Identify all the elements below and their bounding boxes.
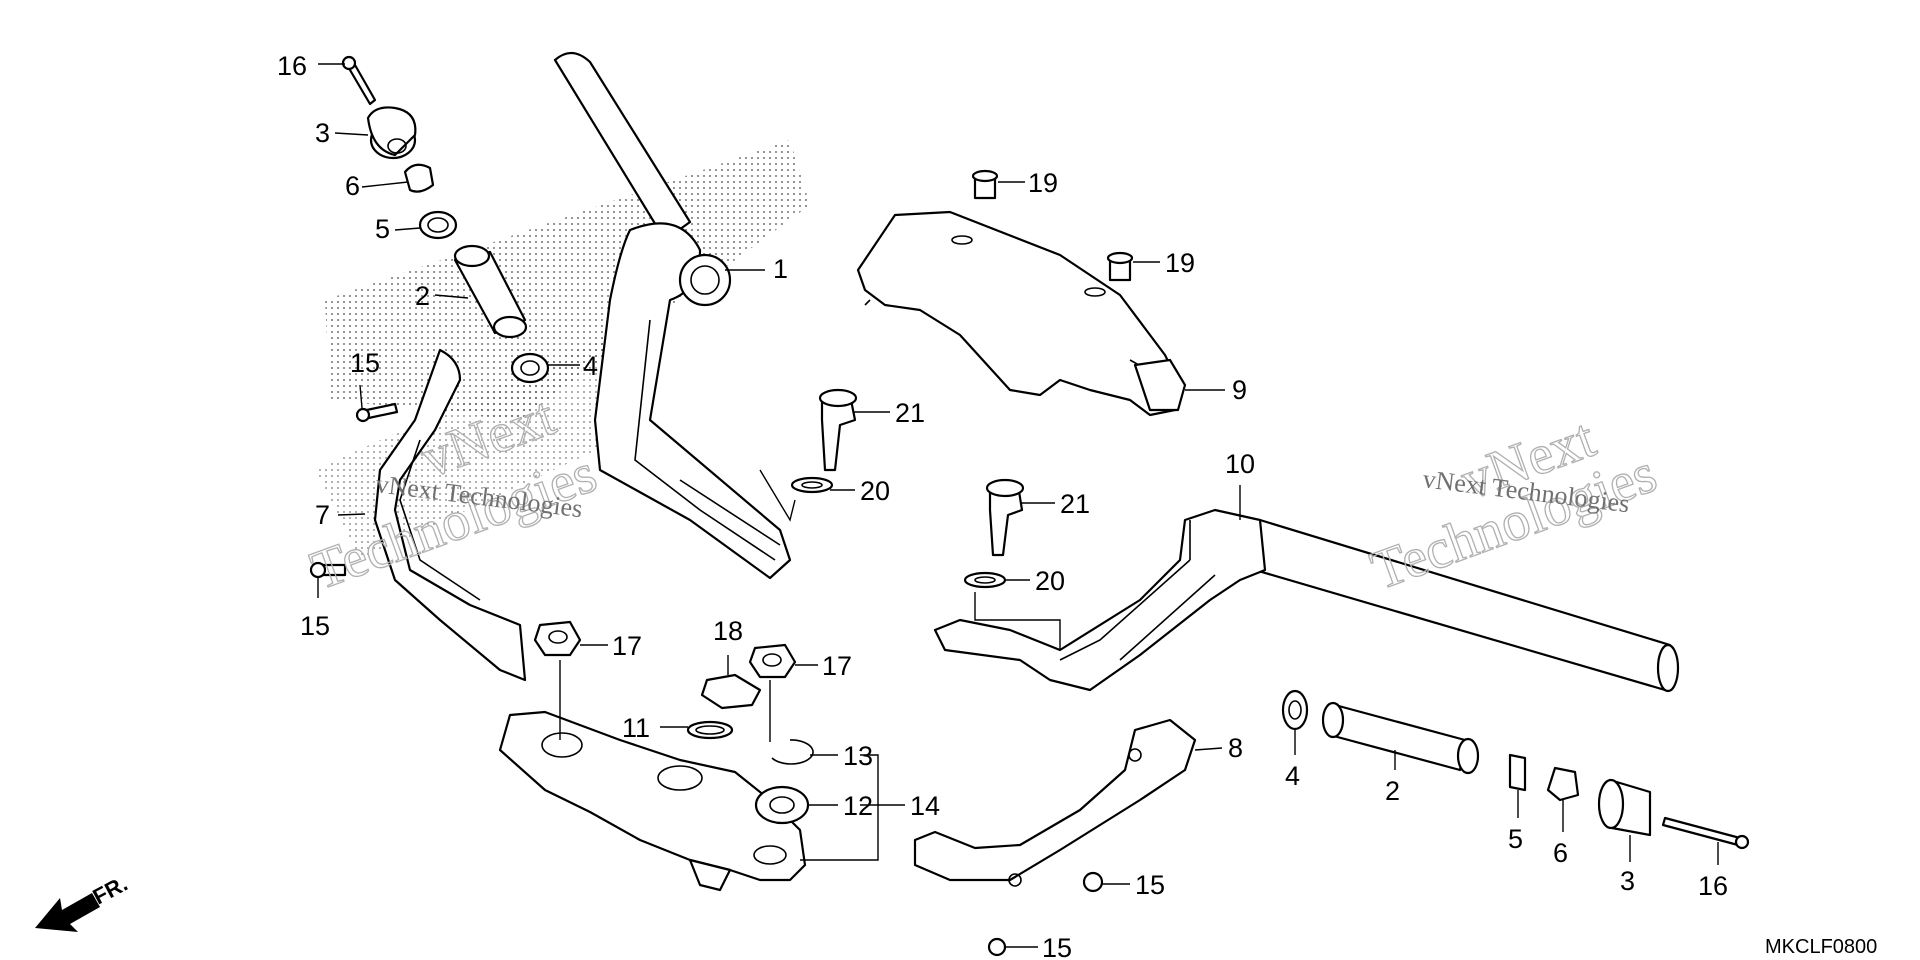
callout-c5b: 5	[1508, 824, 1523, 854]
hex-nut-18	[700, 673, 762, 710]
left-cover-screw-lower	[309, 561, 347, 579]
washer-left	[790, 476, 834, 494]
front-arrow-icon	[35, 893, 100, 932]
callout-c19b: 19	[1165, 248, 1195, 278]
front-direction-marker: FR.	[35, 871, 132, 932]
diagram-code: MKCLF0800	[1765, 936, 1877, 958]
callout-c10: 10	[1225, 449, 1255, 479]
snap-ring-13	[771, 739, 814, 765]
right-weight-nut	[1281, 689, 1309, 731]
handlebar-bolt-right	[985, 478, 1025, 557]
callout-c15b: 15	[300, 611, 330, 641]
callout-c12: 12	[843, 791, 873, 821]
left-handlebar	[553, 51, 792, 580]
top-bridge	[498, 710, 807, 892]
callout-c3b: 3	[1620, 866, 1635, 896]
callout-c17b: 17	[822, 651, 852, 681]
left-cover-screw-upper	[355, 402, 399, 423]
top-bridge-nut-right	[748, 643, 797, 679]
left-bar-end-screw	[341, 55, 377, 106]
callout-c3a: 3	[315, 118, 330, 148]
callout-c21a: 21	[895, 398, 925, 428]
callout-c16b: 16	[1698, 871, 1728, 901]
callout-c16a: 16	[277, 51, 307, 81]
callout-c6b: 6	[1553, 838, 1568, 868]
callout-c17a: 17	[612, 631, 642, 661]
callout-c1: 1	[773, 254, 788, 284]
callout-c20b: 20	[1035, 566, 1065, 596]
callout-c14: 14	[910, 791, 940, 821]
callout-c6a: 6	[345, 171, 360, 201]
callout-c8: 8	[1228, 733, 1243, 763]
watermark-right: vNext Technologies vNext Technologies	[1363, 406, 1665, 603]
left-bar-end-weight	[366, 106, 417, 160]
o-ring-11	[686, 720, 734, 740]
right-lower-cover	[913, 718, 1197, 887]
top-bridge-nut-left	[533, 620, 582, 657]
left-bar-end-clip	[403, 163, 435, 193]
callout-c20a: 20	[860, 476, 890, 506]
callout-c18: 18	[713, 616, 743, 646]
callout-c15d: 15	[1042, 933, 1072, 960]
callout-labels: 1 2 2 3 3 4 4 5 5 6 6 7 8 9 10 11 12 13 …	[277, 51, 1728, 960]
callout-c9: 9	[1232, 375, 1247, 405]
callout-c19a: 19	[1028, 168, 1058, 198]
callout-c2a: 2	[415, 281, 430, 311]
handlebar-bolt-left	[818, 388, 858, 472]
callout-c11: 11	[622, 713, 650, 743]
right-handlebar	[933, 508, 1680, 693]
right-rubber-ring	[1508, 753, 1527, 792]
top-cover-screw-b	[1106, 251, 1134, 282]
right-bar-end-weight	[1597, 778, 1652, 837]
callout-c4a: 4	[583, 351, 598, 381]
callout-c5a: 5	[375, 214, 390, 244]
left-rubber-ring	[418, 210, 458, 240]
leader-lines	[317, 63, 1719, 948]
right-cover-screw-lower	[987, 937, 1007, 957]
callout-c15c: 15	[1135, 870, 1165, 900]
callout-c15a: 15	[350, 348, 380, 378]
callout-c4b: 4	[1285, 761, 1300, 791]
callout-c7: 7	[315, 500, 330, 530]
washer-right	[963, 571, 1007, 589]
callout-c13: 13	[843, 741, 873, 771]
right-bar-end-screw	[1661, 816, 1750, 850]
left-lower-cover	[373, 348, 527, 682]
callout-c21b: 21	[1060, 489, 1090, 519]
top-cover	[856, 210, 1187, 417]
top-cover-screw-a	[971, 169, 999, 200]
left-weight-nut	[510, 352, 550, 384]
callout-c2b: 2	[1385, 776, 1400, 806]
right-cover-screw-upper	[1082, 871, 1104, 893]
bearing-12	[754, 785, 810, 825]
left-inner-weight	[453, 244, 528, 339]
right-inner-weight	[1321, 701, 1480, 775]
right-bar-end-clip	[1546, 766, 1580, 802]
